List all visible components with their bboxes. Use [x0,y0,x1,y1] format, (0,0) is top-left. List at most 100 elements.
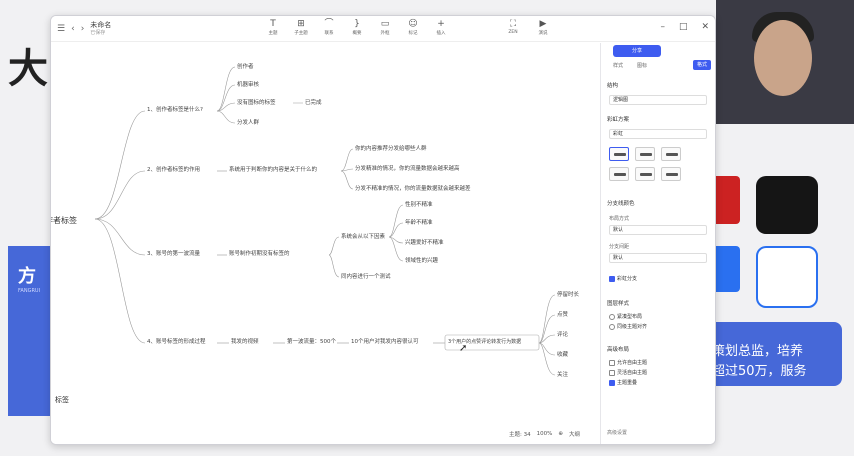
subtopic[interactable]: 兴趣爱好不精准 [405,240,444,246]
compact-layout-radio[interactable]: 紧凑型布局 [609,313,642,320]
outline-toggle[interactable]: 大纲 [568,432,580,438]
menu-icon[interactable]: ☰ [57,23,66,34]
branch-topic-3[interactable]: 3、账号的第一波流量 [147,251,200,257]
zen-icon: ⛶ [509,19,517,29]
checkbox-icon [609,379,615,386]
toolbar-mark-button[interactable]: ☺标记 [403,19,423,36]
background-bio-line: 策划总监，培养 [712,344,804,359]
theme-select[interactable]: 彩虹 [609,129,707,139]
checkbox-icon [609,369,615,376]
floating-topic[interactable]: 标签 [55,396,69,404]
toolbar-zen-button[interactable]: ⛶ZEN [503,19,523,36]
align-topics-label: 同级主题对齐 [617,324,648,330]
overlap-label: 主题重叠 [617,380,638,386]
radio-icon [609,313,615,320]
toolbar-present-button[interactable]: ▶演说 [533,19,553,36]
subtopic[interactable]: 系统用于判断你的内容是关于什么的 [229,167,318,173]
document-title-block[interactable]: 未命名 已保存 [90,21,111,36]
rainbow-branch-checkbox[interactable]: 彩虹分支 [609,275,637,282]
subtopic[interactable]: 我发的视频 [231,339,259,345]
subtopic[interactable]: 分发精准的情况，你的流量数据会越来越高 [355,166,460,172]
toolbar-subtopic-button[interactable]: ⊞子主题 [291,19,311,36]
structure-select[interactable]: 逻辑图 [609,95,707,105]
zoom-icon[interactable]: ⊕ [558,431,563,437]
background-panel-subtext: FANGRUI [18,288,41,294]
layout-select[interactable]: 默认 [609,225,707,235]
subtopic[interactable]: 收藏 [557,352,569,358]
branch-color-option[interactable] [635,167,655,181]
subtopic[interactable]: 机器审核 [237,82,260,88]
subtopic[interactable]: 点赞 [557,312,569,318]
compact-layout-label: 紧凑型布局 [617,314,643,320]
rainbow-branch-label: 彩虹分支 [617,276,638,282]
branch-color-option[interactable] [661,167,681,181]
mindmap-canvas[interactable]: 作者标签 标签 1、创作者标签是什么? 创作者 机器审核 没有图标的标签 分发人… [51,43,599,444]
minimize-button[interactable]: – [660,22,665,32]
topic-count: 主题: 34 [509,432,531,438]
subtopic[interactable]: 分发不精准的情况，你的流量数据就会越来越差 [355,186,471,192]
subtopic[interactable]: 性别不精准 [405,202,433,208]
selected-subtopic[interactable]: 3个用户的点赞评论转发行为数据 [448,339,522,345]
subtopic[interactable]: 领域性的兴趣 [405,258,439,264]
subtopic[interactable]: 停留时长 [557,292,580,298]
toolbar-summary-button[interactable]: }概要 [347,19,367,36]
align-topics-radio[interactable]: 同级主题对齐 [609,323,647,330]
root-topic[interactable]: 作者标签 [51,216,77,225]
branch-line-heading: 分支线颜色 [607,201,635,207]
subtopic[interactable]: 第一波流量：500个 [287,339,336,345]
subtopic[interactable]: 系统会从以下因素 [341,234,386,240]
background-panel-text: 方 [18,266,36,287]
tab-format[interactable]: 格式 [693,60,711,70]
subtopic[interactable]: 已完成 [305,100,322,106]
format-panel: 分享 样式 图标 格式 结构 逻辑图 彩虹方案 彩虹 分支线颜色 布局方式 默认… [600,43,715,444]
share-button[interactable]: 分享 [613,45,661,57]
forward-icon[interactable]: › [80,23,85,34]
panel-tabs: 样式 图标 [613,62,647,69]
webcam-overlay [716,0,854,124]
overlap-checkbox[interactable]: 主题重叠 [609,379,637,386]
connector-lines [94,66,556,376]
toolbar-label: 插入 [436,31,446,36]
subtopic[interactable]: 同内容进行一个测试 [341,274,391,280]
subtopic[interactable]: 没有图标的标签 [237,100,276,106]
free-topic-label: 允许自由主题 [617,360,648,366]
toolbar-label: 子主题 [294,31,308,36]
branch-style-option[interactable] [609,147,629,161]
tab-icons[interactable]: 图标 [637,63,648,69]
subtopic[interactable]: 创作者 [237,64,254,70]
layout-label: 布局方式 [609,216,630,222]
zoom-level[interactable]: 100% [536,431,553,437]
subtopic[interactable]: 年龄不精准 [405,220,433,226]
toolbar-insert-button[interactable]: + 插入 [431,19,451,36]
maximize-button[interactable]: □ [678,22,688,32]
branch-topic-4[interactable]: 4、账号标签的形成过程 [147,339,206,345]
spacing-select[interactable]: 默认 [609,253,707,263]
status-bar: 主题: 34 100% ⊕ 大纲 [509,430,580,438]
window-controls: – □ ✕ [660,22,709,32]
subtopic[interactable]: 评论 [557,332,569,338]
close-button[interactable]: ✕ [701,22,709,32]
subtopic[interactable]: 关注 [557,372,569,378]
subtopic[interactable]: 你的内容推荐分发给哪些人群 [355,146,427,152]
subtopic[interactable]: 10个用户对我发内容很认可 [351,339,419,345]
presenter-face [754,20,812,96]
toolbar-link-button[interactable]: ⌒联系 [319,19,339,36]
flexible-topic-checkbox[interactable]: 灵活自由主题 [609,369,647,376]
free-topic-checkbox[interactable]: 允许自由主题 [609,359,647,366]
branch-style-option[interactable] [661,147,681,161]
branch-topic-2[interactable]: 2、创作者标签的作用 [147,167,200,173]
subtopic[interactable]: 分发人群 [237,120,260,126]
toolbar-frame-button[interactable]: ▭外框 [375,19,395,36]
branch-color-option[interactable] [609,167,629,181]
insert-icon: + [437,19,445,29]
subtopic[interactable]: 账号制作初期没有标签的 [229,251,290,257]
back-icon[interactable]: ‹ [71,23,75,34]
branch-topic-1[interactable]: 1、创作者标签是什么? [147,107,203,113]
branch-style-option[interactable] [635,147,655,161]
advanced-settings-link[interactable]: 高级设置 [607,430,628,436]
tab-style[interactable]: 样式 [613,63,624,69]
